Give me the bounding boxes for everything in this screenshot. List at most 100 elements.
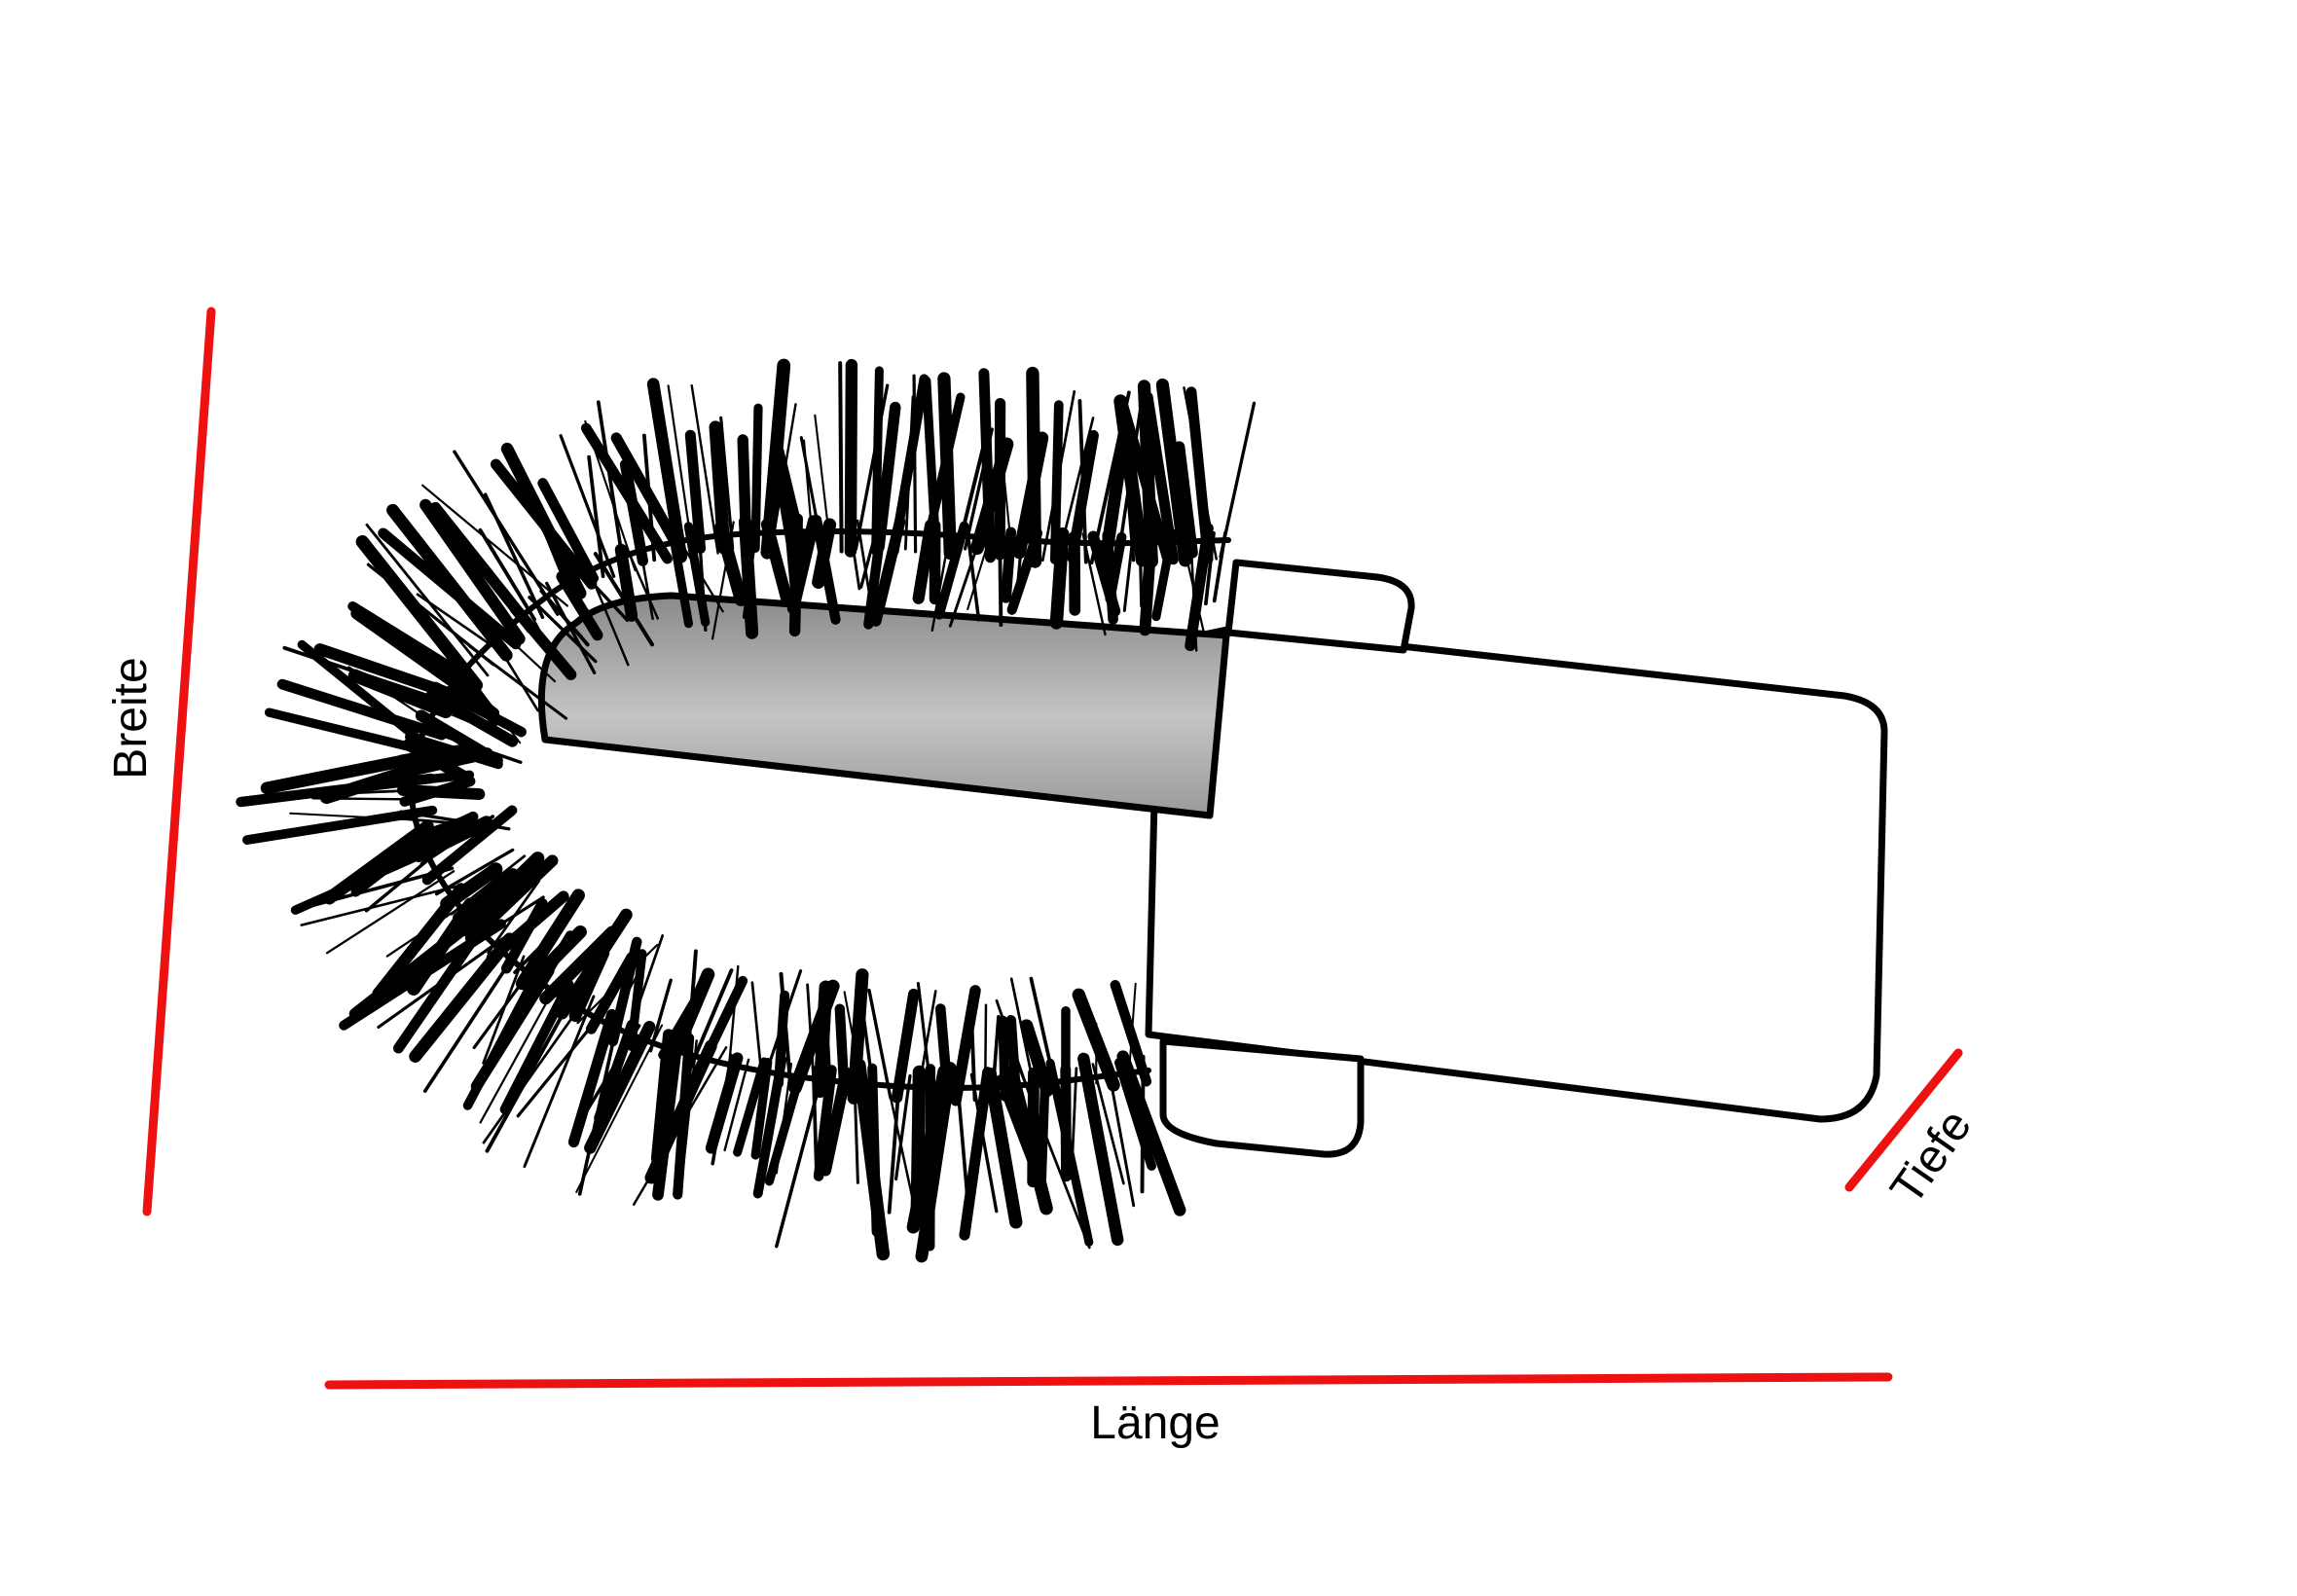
bristle — [1049, 527, 1070, 630]
bristle — [990, 1015, 1001, 1101]
bristle — [714, 521, 747, 606]
bristle — [723, 1058, 750, 1152]
bristle — [823, 989, 833, 1094]
bristle — [1138, 533, 1144, 608]
bristle — [587, 454, 605, 579]
bristle — [509, 602, 577, 680]
bristle — [398, 770, 475, 786]
bristle — [998, 1015, 1010, 1102]
bristle — [568, 947, 610, 1023]
bristle — [430, 681, 527, 738]
bristle — [690, 383, 719, 555]
bristle — [584, 1020, 656, 1154]
bristle — [1151, 528, 1177, 622]
bristle — [457, 852, 545, 937]
bristle — [963, 427, 994, 551]
bristle — [1070, 1067, 1078, 1175]
bristle — [719, 416, 735, 551]
bristle — [399, 776, 476, 807]
bristle — [948, 525, 986, 628]
bristle — [668, 525, 693, 629]
bristle — [614, 543, 638, 622]
bristle — [528, 596, 598, 664]
bristle — [779, 971, 793, 1090]
bristle — [867, 988, 893, 1100]
bristle — [968, 1000, 977, 1102]
bristle — [559, 434, 616, 578]
bristle — [300, 884, 463, 926]
bristle — [1077, 1052, 1124, 1247]
bristle — [760, 518, 793, 605]
bristle — [386, 503, 513, 662]
bristle — [1020, 1019, 1054, 1098]
bristle — [834, 1003, 850, 1098]
bristle — [575, 1024, 664, 1193]
bristle — [966, 527, 994, 611]
bristle — [593, 552, 654, 647]
bristle — [1072, 988, 1120, 1092]
bristle — [844, 358, 858, 558]
bristle — [648, 978, 673, 1053]
brush-flange-top — [1224, 559, 1415, 654]
bristle — [1179, 529, 1205, 634]
bristle — [1027, 1067, 1039, 1188]
bristle — [998, 526, 1003, 628]
bristle — [1139, 526, 1158, 636]
bristle — [1116, 1050, 1186, 1216]
bristle — [646, 378, 688, 563]
bristle — [573, 563, 630, 622]
breite-dimension-line — [142, 307, 216, 1216]
bristle — [325, 870, 456, 955]
bristle — [493, 625, 557, 683]
bristle — [499, 979, 574, 1114]
bristle — [916, 981, 934, 1103]
bristle — [1005, 1015, 1022, 1101]
bristle — [556, 570, 603, 641]
bristle — [434, 848, 515, 896]
bristle — [625, 545, 660, 620]
bristle — [784, 518, 801, 612]
bristle — [688, 968, 734, 1070]
brush-inner-channel — [537, 592, 1230, 819]
tiefe-label: Tiefe — [1881, 1101, 1983, 1214]
bristle — [523, 995, 596, 1169]
bristle — [1114, 1058, 1156, 1171]
bristle — [487, 879, 541, 955]
bristle — [409, 811, 479, 851]
bristle — [532, 930, 575, 994]
bristle — [806, 983, 817, 1092]
bristle — [377, 933, 509, 1030]
bristle — [365, 523, 490, 677]
bristle — [934, 521, 969, 620]
bristle — [632, 1046, 728, 1206]
bristle — [475, 895, 545, 941]
brush-handle — [1145, 624, 1888, 1123]
bristle — [394, 747, 493, 780]
bristle — [453, 450, 560, 616]
tiefe-dimension-line — [1844, 1048, 1963, 1192]
bristle — [419, 498, 526, 645]
bristle — [995, 998, 1032, 1098]
bristle — [395, 743, 476, 768]
bristle — [912, 374, 918, 554]
bristle — [488, 630, 539, 712]
bristle — [545, 581, 597, 674]
breite-label: Breite — [105, 657, 157, 779]
bristle — [912, 519, 937, 604]
bristle — [421, 805, 518, 886]
bristle — [965, 524, 981, 622]
bristle — [733, 1057, 769, 1157]
bristle — [870, 516, 906, 627]
bristle — [421, 484, 569, 607]
bristle — [1122, 533, 1135, 612]
bristle — [726, 964, 740, 1080]
bristle — [242, 805, 438, 845]
bristle — [1040, 389, 1076, 562]
bristle — [1219, 401, 1257, 559]
bristle — [1029, 976, 1060, 1097]
bristle — [934, 1003, 954, 1104]
bristle — [453, 868, 520, 925]
bristle — [1113, 394, 1149, 567]
bristle — [983, 1003, 988, 1102]
